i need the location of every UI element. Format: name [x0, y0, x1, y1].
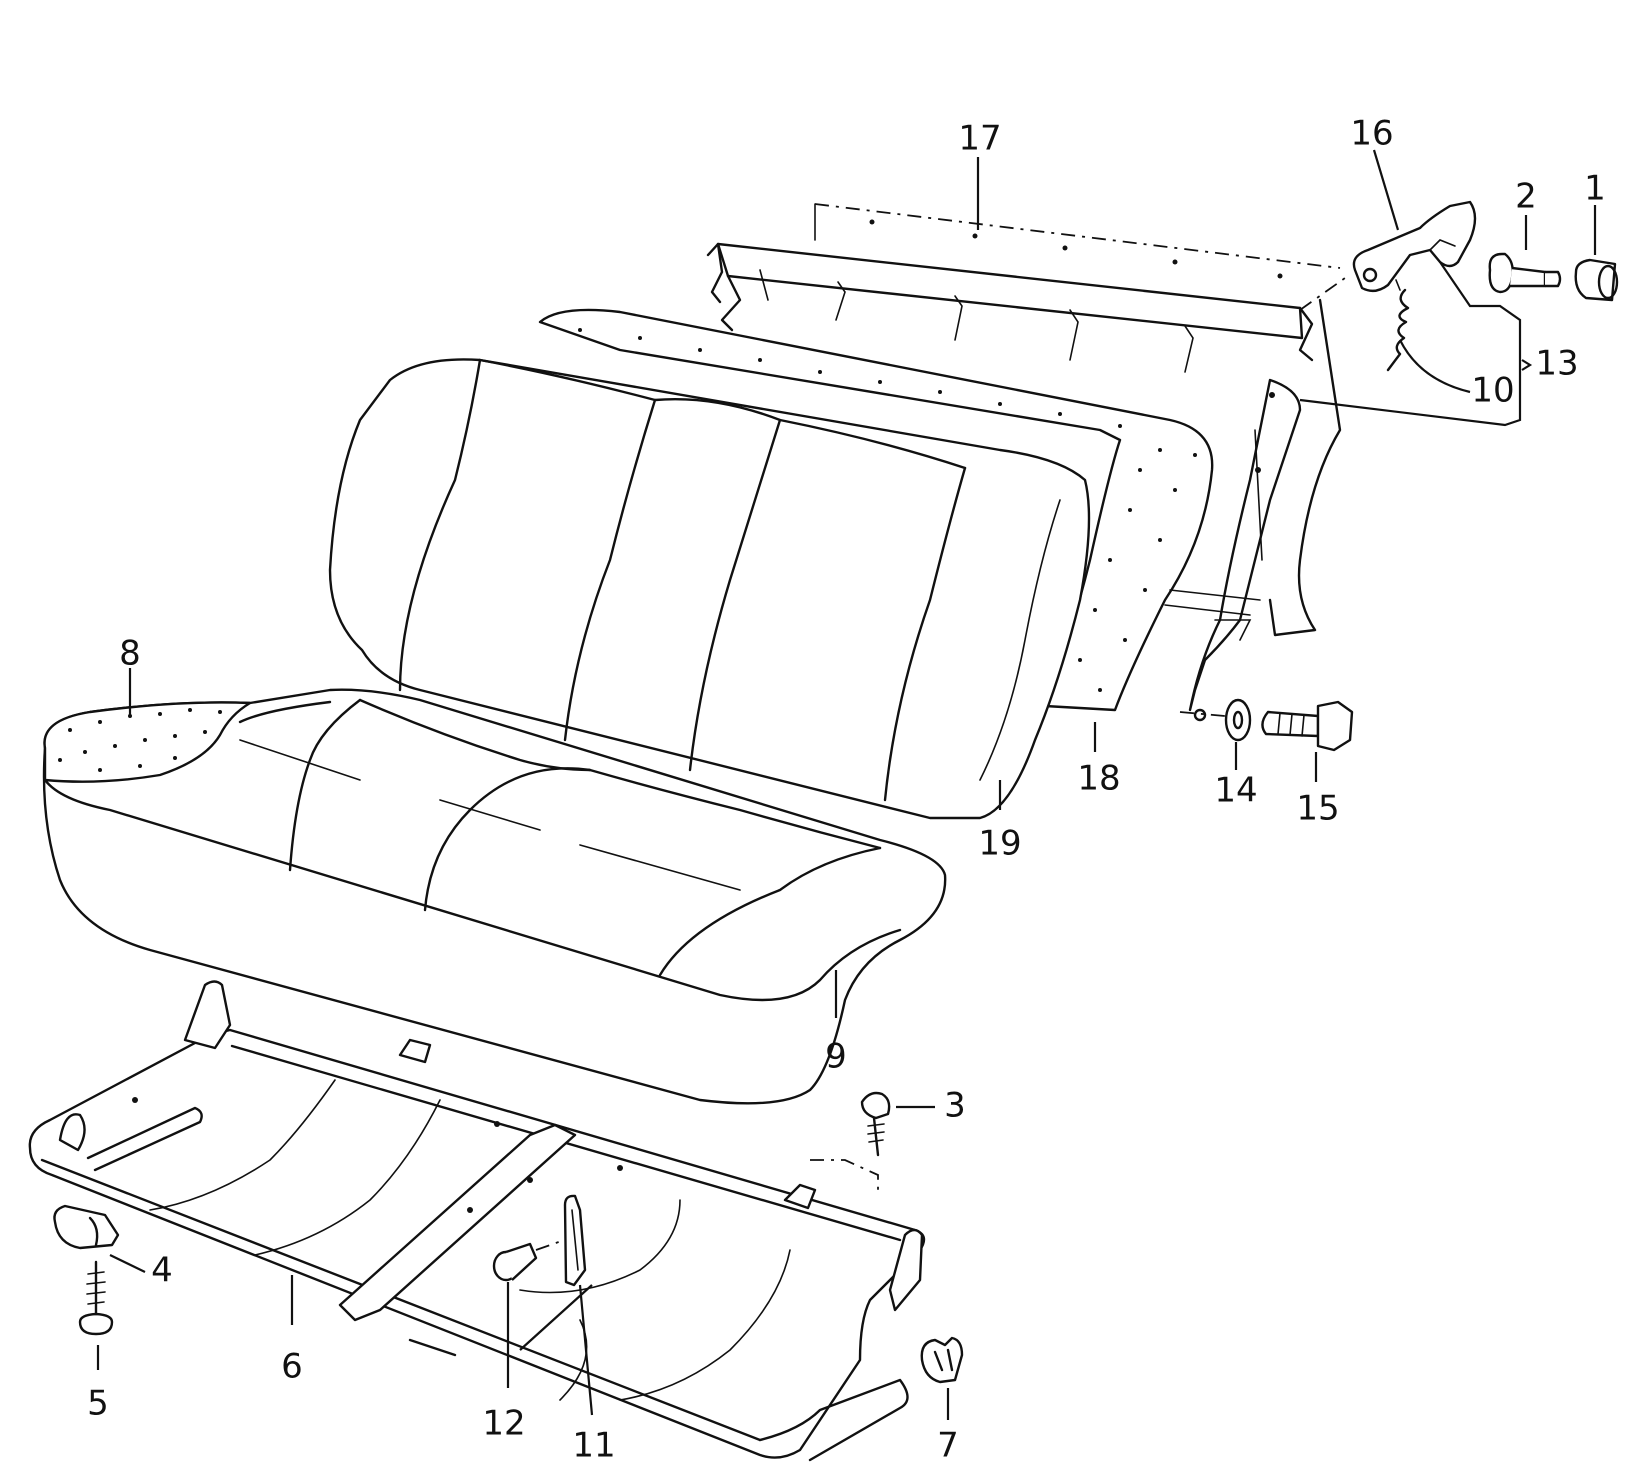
- axis-line-16: [1299, 277, 1346, 311]
- part-14-washer: [1224, 698, 1252, 742]
- callout-15: 15: [1296, 789, 1339, 829]
- part-1-cap: [1574, 258, 1619, 302]
- part-5-screw: [78, 1260, 114, 1336]
- callout-2: 2: [1515, 177, 1537, 217]
- part-16-release-lever: [1352, 200, 1477, 293]
- part-4-clip: [53, 1204, 120, 1250]
- callouts: 17 16 2 1 10 13 8 18 14 15 19 9 3 4 6 5 …: [87, 114, 1606, 1465]
- callout-13: 13: [1535, 344, 1578, 384]
- axis-line-12: [535, 1237, 571, 1251]
- padding-18-dots: [578, 328, 1197, 692]
- callout-17: 17: [958, 119, 1001, 159]
- callout-14: 14: [1214, 771, 1257, 811]
- callout-8: 8: [119, 634, 141, 674]
- bracket-line-3: [810, 1159, 879, 1190]
- callout-6: 6: [281, 1347, 303, 1387]
- callout-4: 4: [151, 1251, 173, 1291]
- axis-line-14-15: [1179, 711, 1226, 717]
- leader-lines: [96, 149, 1597, 1420]
- part-8-seat-padding: [43, 701, 252, 783]
- part-2-pivot-pin: [1488, 252, 1562, 294]
- backrest-hinge-bracket: [1164, 298, 1342, 712]
- part-3-screw: [860, 1091, 891, 1157]
- part-12-plug: [492, 1242, 538, 1282]
- part-9-seat-cushion: [42, 688, 947, 1105]
- part-6-seat-frame: [28, 980, 926, 1462]
- callout-19: 19: [978, 824, 1021, 864]
- callout-5: 5: [87, 1384, 109, 1424]
- callout-9: 9: [825, 1037, 847, 1077]
- part-10-spring: [1386, 279, 1410, 372]
- callout-16: 16: [1350, 114, 1393, 154]
- callout-12: 12: [482, 1404, 525, 1444]
- part-17-backrest-frame: [706, 203, 1341, 373]
- callout-7: 7: [937, 1426, 959, 1465]
- callout-18: 18: [1077, 759, 1120, 799]
- part-11-strap: [563, 1194, 587, 1287]
- part-7-clip: [920, 1336, 964, 1384]
- callout-1: 1: [1584, 169, 1606, 209]
- part-15-bolt: [1261, 700, 1354, 752]
- callout-11: 11: [572, 1426, 615, 1465]
- callout-10: 10: [1471, 371, 1514, 411]
- callout-3: 3: [944, 1086, 966, 1126]
- part-19-backrest-cover: [328, 358, 1091, 820]
- part-18-backrest-padding: [538, 308, 1214, 712]
